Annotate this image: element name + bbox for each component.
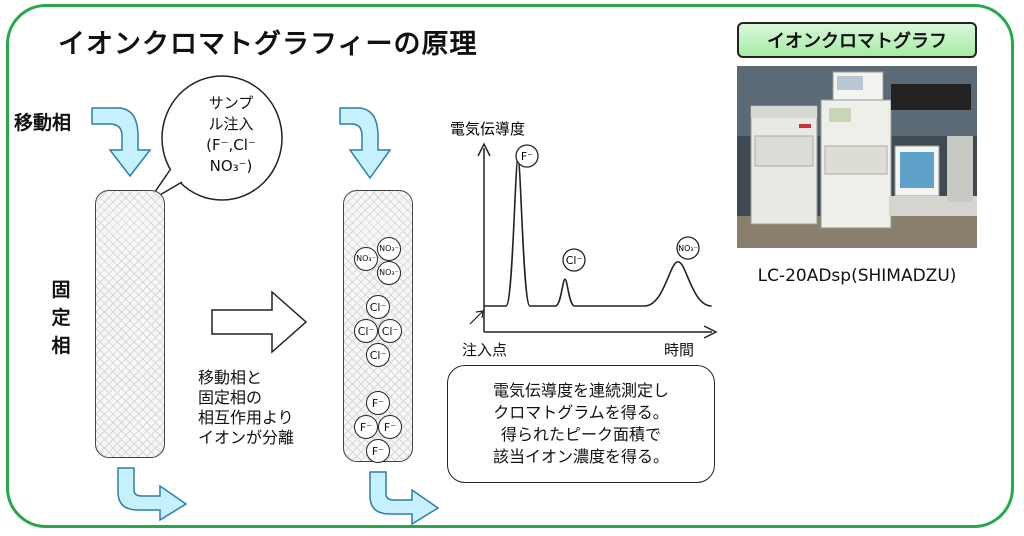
ion-chloride: Cl⁻ xyxy=(366,295,390,319)
description-line-1: 電気伝導度を連続測定し xyxy=(492,381,669,400)
stationary-phase-label: 固定相 xyxy=(51,279,71,357)
injection-point-label: 注入点 xyxy=(462,341,508,359)
chart-x-axis-arrow-icon xyxy=(703,325,718,339)
mobile-phase-label: 移動相 xyxy=(14,112,72,134)
sample-line-1: サンプ xyxy=(208,94,254,112)
peak-label-fluoride: F⁻ xyxy=(515,144,539,168)
sample-line-4: NO₃⁻) xyxy=(209,157,253,175)
stationary-phase-column xyxy=(95,190,165,458)
ion-chloride: Cl⁻ xyxy=(366,343,390,367)
mobile-phase-arrow-icon xyxy=(91,107,152,178)
description-box: 電気伝導度を連続測定し クロマトグラムを得る。 得られたピーク面積で 該当イオン… xyxy=(447,365,715,483)
description-line-2: クロマトグラムを得る。 xyxy=(493,403,669,422)
instrument-photo xyxy=(737,66,977,248)
injection-point-marker xyxy=(469,311,483,325)
ion-chloride: Cl⁻ xyxy=(354,319,378,343)
ion-fluoride: F⁻ xyxy=(366,391,390,415)
ion-nitrate: NO₃⁻ xyxy=(377,261,401,285)
svg-text:F⁻: F⁻ xyxy=(521,150,533,163)
separation-line-1: 移動相と xyxy=(198,368,263,387)
ion-fluoride: F⁻ xyxy=(378,415,402,439)
sample-injection-text: サンプ ル注入 (F⁻,Cl⁻ NO₃⁻) xyxy=(186,93,276,177)
sample-line-3: (F⁻,Cl⁻ xyxy=(206,136,256,154)
separation-column: NO₃⁻ NO₃⁻ NO₃⁻ Cl⁻ Cl⁻ Cl⁻ Cl⁻ F⁻ F⁻ F⁻ … xyxy=(343,190,413,463)
description-line-4: 該当イオン濃度を得る。 xyxy=(492,447,669,466)
chart-y-label: 電気伝導度 xyxy=(450,120,525,138)
ion-nitrate: NO₃⁻ xyxy=(377,237,401,261)
page-title: イオンクロマトグラフィーの原理 xyxy=(58,29,478,60)
injection-point-arrow-icon xyxy=(475,310,484,319)
chromatogram-trace xyxy=(484,158,712,307)
separation-note: 移動相と 固定相の 相互作用より イオンが分離 xyxy=(198,368,294,448)
chart-x-label: 時間 xyxy=(664,341,695,359)
separation-line-4: イオンが分離 xyxy=(198,428,295,447)
separation-line-2: 固定相の xyxy=(198,388,263,407)
column-outlet-arrow-icon xyxy=(117,467,188,522)
process-arrow-icon xyxy=(211,290,308,354)
ion-fluoride: F⁻ xyxy=(354,415,378,439)
instrument-model-label: LC-20ADsp(SHIMADZU) xyxy=(757,266,957,286)
separation-outlet-arrow-icon xyxy=(369,471,440,526)
peak-label-nitrate: NO₃⁻ xyxy=(676,236,700,260)
separation-line-3: 相互作用より xyxy=(198,408,294,427)
instrument-badge: イオンクロマトグラフ xyxy=(737,22,977,58)
outer-frame xyxy=(6,4,1014,528)
mobile-phase-arrow-2-icon xyxy=(339,107,392,180)
ion-fluoride: F⁻ xyxy=(366,439,390,463)
chromatogram-chart: 電気伝導度 F⁻ Cl⁻ NO₃⁻ xyxy=(450,120,718,339)
sample-line-2: ル注入 xyxy=(208,115,254,133)
peak-label-chloride: Cl⁻ xyxy=(562,248,586,272)
svg-text:NO₃⁻: NO₃⁻ xyxy=(678,244,698,253)
description-line-3: 得られたピーク面積で xyxy=(500,425,661,444)
sample-injection-bubble xyxy=(147,75,283,203)
ion-nitrate: NO₃⁻ xyxy=(354,247,378,271)
chart-y-axis-arrow-icon xyxy=(477,142,491,157)
svg-text:Cl⁻: Cl⁻ xyxy=(566,254,583,267)
ion-chloride: Cl⁻ xyxy=(378,319,402,343)
